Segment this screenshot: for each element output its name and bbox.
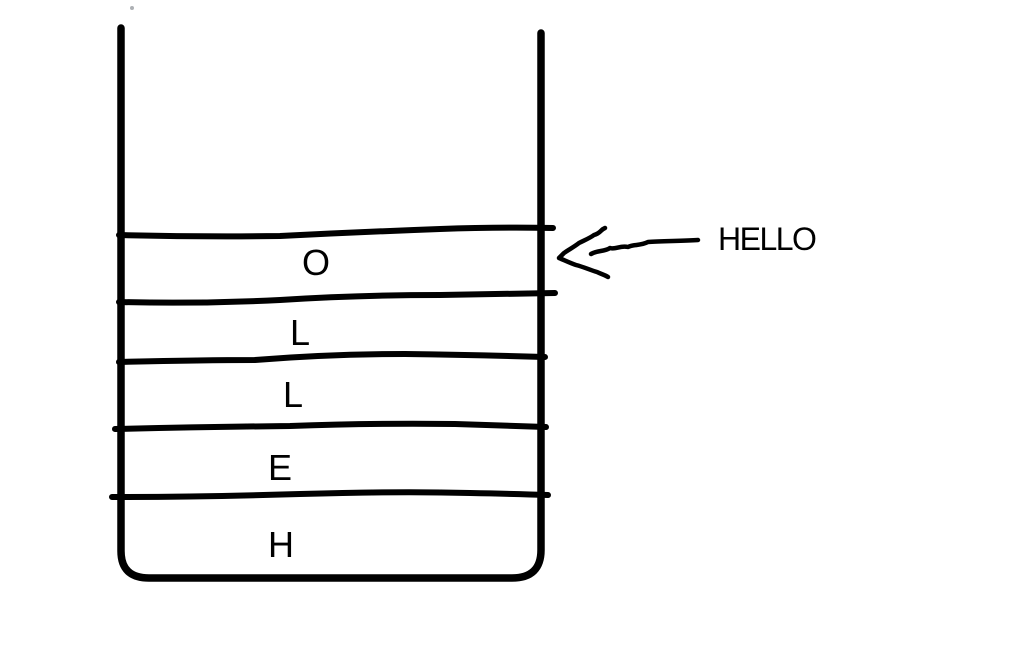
cell-dividers [109, 224, 558, 500]
stack-cell-letter-bottom: H [268, 524, 294, 565]
stray-dot [130, 6, 134, 10]
stack-cell-letter-3: L [283, 374, 303, 415]
stack-cell-letter-4: E [268, 447, 292, 488]
cell-divider-2 [116, 290, 558, 306]
arrow-shaft [588, 237, 701, 257]
cell-divider-1 [116, 224, 556, 240]
cell-divider-4 [112, 420, 549, 432]
cell-letters: O L L E H [268, 242, 330, 565]
stack-cell-letter-2: L [290, 312, 310, 353]
hello-label: HELLO [718, 221, 816, 257]
cell-divider-5 [109, 489, 551, 500]
arrow-head-icon [556, 225, 611, 280]
stack-container-outline [117, 24, 545, 582]
stack-cell-letter-top: O [302, 242, 330, 283]
annotation-arrow [556, 225, 701, 280]
cell-divider-3 [116, 351, 548, 365]
